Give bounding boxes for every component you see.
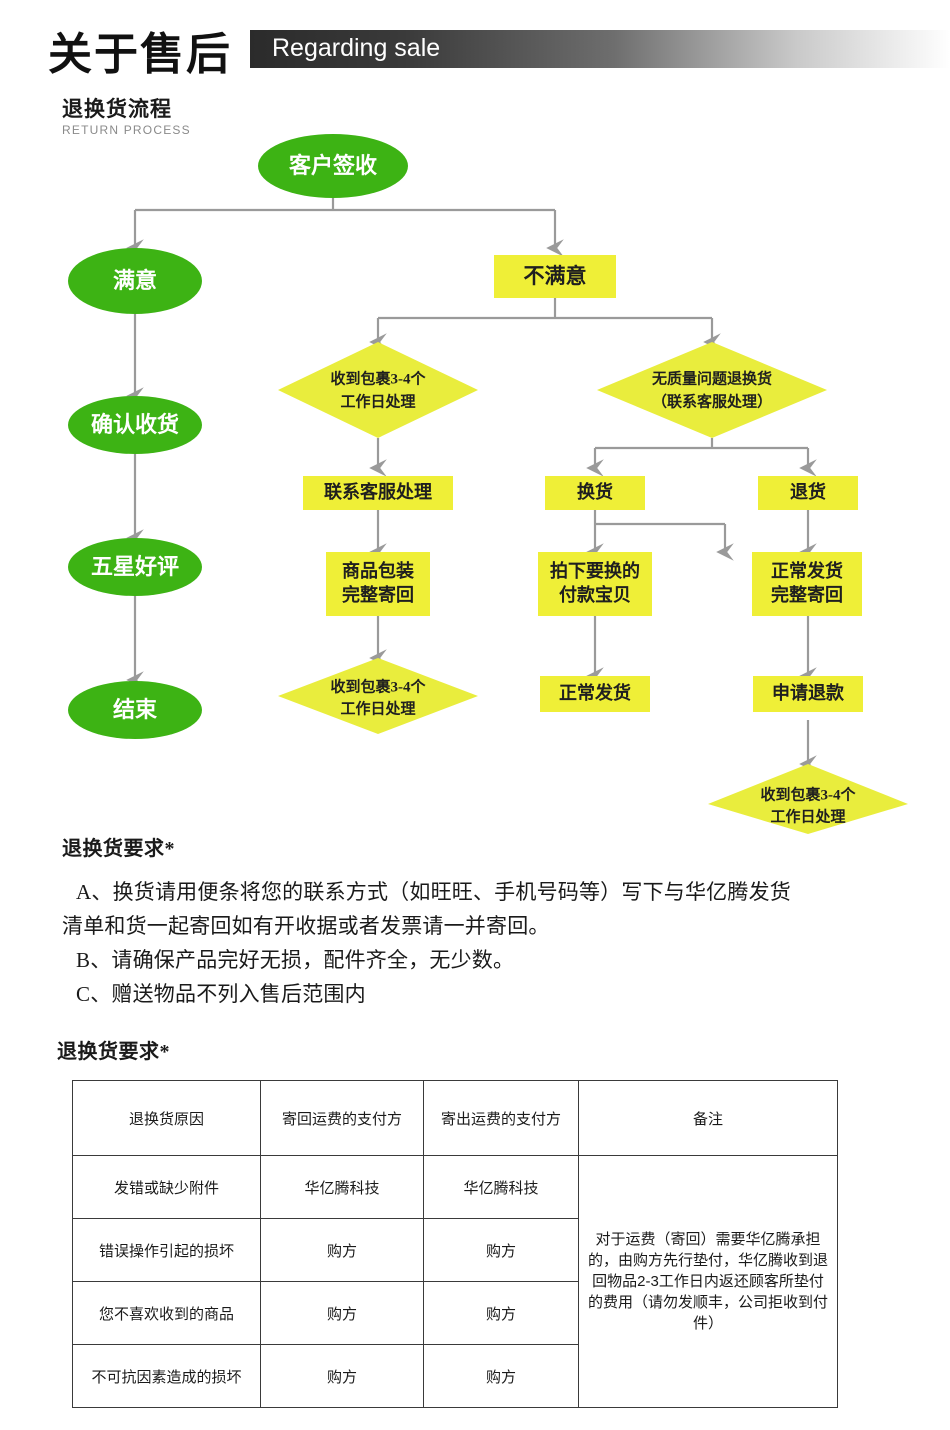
table-row: 不可抗因素造成的损坏 购方 购方	[72, 1344, 838, 1408]
node-contact-service[interactable]: 联系客服处理	[303, 476, 453, 510]
node-received-package-bottom-right-line2: 工作日处理	[770, 807, 845, 825]
node-pack-return[interactable]: 商品包装 完整寄回	[326, 552, 430, 616]
table-row: 您不喜欢收到的商品 购方 购方	[72, 1281, 838, 1345]
node-customer-signed-label: 客户签收	[289, 153, 377, 178]
requirement-item: 清单和货一起寄回如有开收据或者发票请一并寄回。	[62, 914, 550, 938]
cell-reason: 您不喜欢收到的商品	[72, 1281, 261, 1345]
cell-outbound-fee-payer: 华亿腾科技	[423, 1155, 579, 1219]
node-return-goods[interactable]: 退货	[758, 476, 858, 510]
cell-outbound-fee-payer: 购方	[423, 1344, 579, 1408]
node-normal-ship-return-line1: 正常发货	[771, 560, 843, 581]
node-end[interactable]: 结束	[68, 681, 202, 739]
cell-reason: 不可抗因素造成的损坏	[72, 1344, 261, 1408]
node-normal-ship[interactable]: 正常发货	[540, 676, 650, 712]
requirement-item: A、换货请用便条将您的联系方式（如旺旺、手机号码等）写下与华亿腾发货	[76, 880, 791, 904]
cell-outbound-fee-payer: 购方	[423, 1218, 579, 1282]
node-received-package-left[interactable]: 收到包裹3-4个 工作日处理	[278, 342, 478, 438]
fee-table-heading: 退换货要求*	[57, 1041, 170, 1063]
requirement-item: B、请确保产品完好无损，配件齐全，无少数。	[76, 948, 515, 972]
node-unsatisfied-label: 不满意	[524, 264, 587, 288]
node-apply-refund-label: 申请退款	[772, 682, 845, 703]
node-five-star-label: 五星好评	[91, 554, 179, 579]
page-title: 关于售后	[48, 30, 232, 79]
node-normal-ship-return-line2: 完整寄回	[771, 584, 843, 605]
node-no-quality-issue-line1: 无质量问题退换货	[651, 369, 772, 387]
table-header-return-fee-payer: 寄回运费的支付方	[260, 1080, 424, 1156]
header-subtitle-en: Regarding sale	[272, 34, 441, 62]
node-normal-ship-return[interactable]: 正常发货 完整寄回	[752, 552, 862, 616]
node-received-package-bottom-right[interactable]: 收到包裹3-4个 工作日处理	[708, 764, 908, 834]
section-label: 退换货流程 RETURN PROCESS	[62, 97, 191, 138]
table-header-row: 退换货原因 寄回运费的支付方 寄出运费的支付方 备注	[72, 1080, 838, 1156]
node-satisfied[interactable]: 满意	[68, 248, 202, 314]
node-satisfied-label: 满意	[113, 268, 157, 293]
requirement-item: C、赠送物品不列入售后范围内	[76, 982, 366, 1006]
cell-return-fee-payer: 华亿腾科技	[260, 1155, 424, 1219]
table-row: 错误操作引起的损坏 购方 购方	[72, 1218, 838, 1282]
node-confirm-receipt[interactable]: 确认收货	[68, 396, 202, 454]
node-normal-ship-label: 正常发货	[559, 682, 631, 703]
cell-return-fee-payer: 购方	[260, 1281, 424, 1345]
node-pay-new-item-line1: 拍下要换的	[550, 560, 640, 581]
node-exchange-label: 换货	[577, 481, 613, 502]
node-apply-refund[interactable]: 申请退款	[753, 676, 863, 712]
node-exchange[interactable]: 换货	[545, 476, 645, 510]
cell-outbound-fee-payer: 购方	[423, 1281, 579, 1345]
shipping-fee-table: 退换货原因 寄回运费的支付方 寄出运费的支付方 备注 发错或缺少附件 华亿腾科技…	[72, 1080, 838, 1408]
node-customer-signed[interactable]: 客户签收	[258, 134, 408, 198]
node-pay-new-item[interactable]: 拍下要换的 付款宝贝	[538, 552, 652, 616]
node-no-quality-issue[interactable]: 无质量问题退换货 （联系客服处理）	[597, 342, 827, 438]
return-process-flowchart: 客户签收 满意 确认收货 五星好评 结束 不满意 收到包裹3-4个 工作日处理 …	[0, 118, 950, 838]
node-received-package-bottom-left-line1: 收到包裹3-4个	[331, 677, 427, 695]
cell-return-fee-payer: 购方	[260, 1218, 424, 1282]
cell-remark: 对于运费（寄回）需要华亿腾承担的，由购方先行垫付，华亿腾收到退回物品2-3工作日…	[578, 1155, 838, 1408]
node-pack-return-line1: 商品包装	[342, 560, 414, 581]
node-received-package-bottom-left[interactable]: 收到包裹3-4个 工作日处理	[278, 658, 478, 734]
cell-reason: 发错或缺少附件	[72, 1155, 261, 1219]
table-row: 发错或缺少附件 华亿腾科技 华亿腾科技 对于运费（寄回）需要华亿腾承担的，由购方…	[72, 1155, 838, 1408]
node-no-quality-issue-line2: （联系客服处理）	[652, 392, 772, 410]
node-received-package-left-line1: 收到包裹3-4个	[331, 369, 427, 387]
section-label-en: RETURN PROCESS	[62, 123, 191, 138]
node-end-label: 结束	[113, 697, 158, 722]
node-received-package-bottom-left-line2: 工作日处理	[340, 699, 415, 717]
section-label-cn: 退换货流程	[62, 97, 172, 121]
return-requirements-heading: 退换货要求*	[62, 838, 175, 860]
cell-reason: 错误操作引起的损坏	[72, 1218, 261, 1282]
flow-connectors	[126, 198, 817, 773]
node-pack-return-line2: 完整寄回	[342, 584, 414, 605]
cell-return-fee-payer: 购方	[260, 1344, 424, 1408]
table-header-outbound-fee-payer: 寄出运费的支付方	[423, 1080, 579, 1156]
node-pay-new-item-line2: 付款宝贝	[559, 584, 631, 605]
node-five-star[interactable]: 五星好评	[68, 538, 202, 596]
page-header: 关于售后 Regarding sale	[0, 0, 950, 92]
table-header-reason: 退换货原因	[72, 1080, 261, 1156]
node-received-package-left-line2: 工作日处理	[340, 392, 415, 410]
node-contact-service-label: 联系客服处理	[324, 481, 432, 502]
header-gradient-bar	[250, 30, 950, 68]
node-received-package-bottom-right-line1: 收到包裹3-4个	[761, 785, 857, 803]
return-requirements-list: A、换货请用便条将您的联系方式（如旺旺、手机号码等）写下与华亿腾发货 清单和货一…	[62, 875, 912, 1011]
node-confirm-receipt-label: 确认收货	[91, 412, 179, 437]
node-return-goods-label: 退货	[790, 481, 826, 502]
node-unsatisfied[interactable]: 不满意	[494, 255, 616, 298]
table-header-remark: 备注	[578, 1080, 838, 1156]
